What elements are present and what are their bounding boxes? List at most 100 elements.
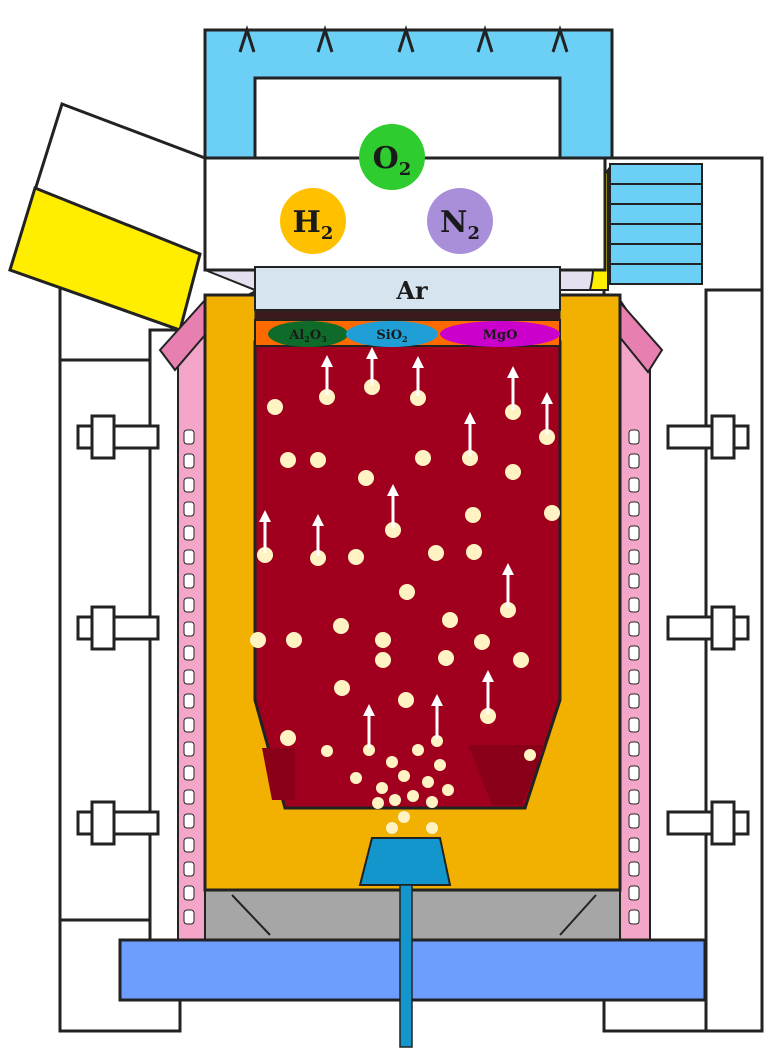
melt-surface-crust bbox=[254, 309, 561, 321]
coil-turn bbox=[628, 765, 640, 781]
bubble bbox=[280, 730, 296, 746]
bubble bbox=[319, 389, 335, 405]
bubble bbox=[398, 770, 410, 782]
oxygen-label: O2 bbox=[373, 141, 412, 180]
bubble bbox=[310, 550, 326, 566]
bubble bbox=[399, 584, 415, 600]
right-frame bbox=[559, 156, 764, 1033]
coil-turn bbox=[628, 813, 640, 829]
bubble bbox=[333, 618, 349, 634]
coil-turn bbox=[628, 453, 640, 469]
coil-turn bbox=[183, 909, 195, 925]
silica-ellipse bbox=[346, 321, 438, 347]
bubble bbox=[466, 544, 482, 560]
gas-oxygen: O2 bbox=[359, 124, 425, 190]
coil-turn bbox=[183, 717, 195, 733]
coil-turn bbox=[183, 789, 195, 805]
bubble bbox=[442, 784, 454, 796]
bubble bbox=[372, 797, 384, 809]
bubble bbox=[280, 452, 296, 468]
coil-turn bbox=[183, 741, 195, 757]
coil-turn bbox=[628, 789, 640, 805]
alumina-ellipse bbox=[268, 321, 348, 347]
arrow-head bbox=[259, 510, 271, 522]
bubble bbox=[376, 782, 388, 794]
arrow-head bbox=[431, 694, 443, 706]
coil-turn bbox=[183, 549, 195, 565]
plug-body bbox=[358, 837, 452, 886]
right-vent-slats bbox=[610, 183, 702, 265]
bubble bbox=[363, 744, 375, 756]
coil-turn bbox=[183, 885, 195, 901]
nitrogen-label: N2 bbox=[440, 205, 480, 244]
oxygen-circle bbox=[359, 124, 425, 190]
arrow-head bbox=[541, 392, 553, 404]
bubble bbox=[431, 735, 443, 747]
bubble bbox=[407, 790, 419, 802]
hood-arrows bbox=[238, 25, 569, 53]
bubble bbox=[505, 404, 521, 420]
bubble bbox=[386, 756, 398, 768]
bubble bbox=[310, 452, 326, 468]
hydrogen-label: H2 bbox=[293, 205, 334, 244]
arrow-head bbox=[464, 412, 476, 424]
bubble bbox=[465, 507, 481, 523]
coil-turn bbox=[628, 717, 640, 733]
bubble bbox=[286, 632, 302, 648]
bubble bbox=[389, 794, 401, 806]
bubble bbox=[505, 464, 521, 480]
magnesia-ellipse bbox=[440, 321, 560, 347]
coil-turn bbox=[183, 453, 195, 469]
bubble bbox=[412, 744, 424, 756]
coil-turn bbox=[183, 597, 195, 613]
frame-bolts bbox=[76, 414, 750, 846]
bubble bbox=[350, 772, 362, 784]
rising-bubble-arrows bbox=[259, 347, 553, 748]
coil-turn bbox=[628, 429, 640, 445]
coil-turn bbox=[183, 525, 195, 541]
coil-turn bbox=[183, 621, 195, 637]
coil-turn bbox=[628, 645, 640, 661]
bubble bbox=[474, 634, 490, 650]
coil-turn bbox=[628, 549, 640, 565]
support-struts bbox=[231, 894, 597, 936]
coil-turn bbox=[183, 645, 195, 661]
bubble bbox=[348, 549, 364, 565]
bubble bbox=[480, 708, 496, 724]
coil-turn bbox=[183, 765, 195, 781]
arrow-head bbox=[363, 704, 375, 716]
bubble bbox=[544, 505, 560, 521]
arrow-head bbox=[321, 355, 333, 367]
slag-oxide-silica: SiO2 bbox=[346, 321, 438, 347]
coil-turn bbox=[628, 597, 640, 613]
arrow-head bbox=[412, 356, 424, 368]
arrow-head bbox=[502, 563, 514, 575]
coil-turn bbox=[183, 429, 195, 445]
arrow-head bbox=[387, 484, 399, 496]
gas-inlet-pipe bbox=[399, 884, 413, 1048]
bubble bbox=[358, 470, 374, 486]
bubble bbox=[438, 650, 454, 666]
arrow-head bbox=[312, 514, 324, 526]
bubble bbox=[321, 745, 333, 757]
bubble bbox=[410, 390, 426, 406]
bubble bbox=[415, 450, 431, 466]
coil-turn bbox=[183, 693, 195, 709]
coil-turn bbox=[183, 813, 195, 829]
silica-label: SiO2 bbox=[376, 328, 407, 344]
arrow-head bbox=[507, 366, 519, 378]
bubble bbox=[364, 379, 380, 395]
bubble bbox=[462, 450, 478, 466]
coil-turn bbox=[183, 837, 195, 853]
coil-turn bbox=[628, 909, 640, 925]
bubble bbox=[375, 632, 391, 648]
coil-turn bbox=[628, 573, 640, 589]
porous-plug bbox=[358, 837, 452, 1048]
hydrogen-circle bbox=[280, 188, 346, 254]
gas-nitrogen: N2 bbox=[427, 188, 493, 254]
argon-blanket bbox=[254, 266, 561, 311]
coil-turn bbox=[628, 861, 640, 877]
bubble bbox=[257, 547, 273, 563]
argon-label: Ar bbox=[395, 276, 428, 305]
